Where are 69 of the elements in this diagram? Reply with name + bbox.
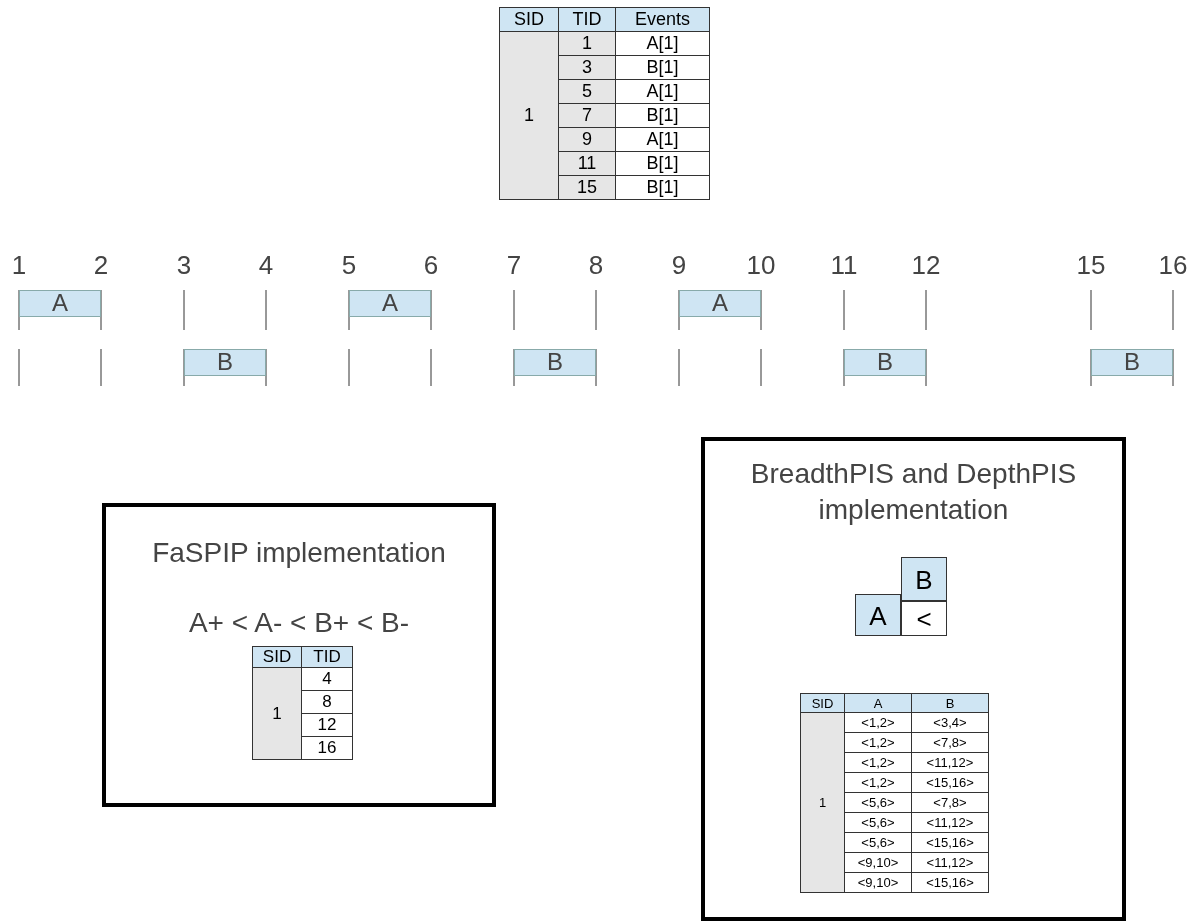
- table-cell: <1,2>: [844, 772, 912, 793]
- table-cell: <3,4>: [911, 712, 989, 733]
- interval-bar: B: [514, 349, 596, 376]
- tick-number: 15: [1075, 250, 1107, 281]
- table-cell: <1,2>: [844, 712, 912, 733]
- table-cell: 4: [301, 667, 353, 691]
- tick-number: 10: [745, 250, 777, 281]
- tick-number: 5: [340, 250, 358, 281]
- table-cell: <7,8>: [911, 732, 989, 753]
- table-cell: <1,2>: [844, 752, 912, 773]
- table-cell: <9,10>: [844, 852, 912, 873]
- interval-bar: B: [1091, 349, 1173, 376]
- table-cell: B[1]: [615, 55, 710, 80]
- table-cell: <15,16>: [911, 872, 989, 893]
- tick-number: 12: [910, 250, 942, 281]
- table-cell: <5,6>: [844, 792, 912, 813]
- interval-bar: B: [844, 349, 926, 376]
- table-cell: 1: [252, 667, 302, 760]
- table-cell: 16: [301, 736, 353, 760]
- table-cell: <5,6>: [844, 832, 912, 853]
- tick-number: 16: [1157, 250, 1189, 281]
- tick-number: 6: [422, 250, 440, 281]
- table-cell: <5,6>: [844, 812, 912, 833]
- table-cell: <7,8>: [911, 792, 989, 813]
- table-cell: <11,12>: [911, 752, 989, 773]
- table-cell: <15,16>: [911, 772, 989, 793]
- matrix-cell: <: [901, 601, 947, 636]
- panel-title: FaSPIP implementation: [151, 537, 447, 569]
- header-cell: SID: [800, 693, 845, 713]
- tick-number: 2: [92, 250, 110, 281]
- table-cell: <11,12>: [911, 852, 989, 873]
- matrix-cell: B: [901, 557, 947, 601]
- interval-bar: A: [19, 290, 101, 317]
- interval-bar: B: [184, 349, 266, 376]
- table-cell: <15,16>: [911, 832, 989, 853]
- table-cell: <1,2>: [844, 732, 912, 753]
- tick-number: 1: [10, 250, 28, 281]
- matrix-cell: A: [855, 594, 901, 636]
- tick-number: 9: [670, 250, 688, 281]
- header-cell: SID: [252, 646, 302, 668]
- tick-number: 11: [829, 250, 859, 281]
- header-cell: A: [844, 693, 912, 713]
- table-cell: A[1]: [615, 127, 710, 152]
- header-cell: Events: [615, 7, 710, 32]
- tick-number: 7: [505, 250, 523, 281]
- table-cell: B[1]: [615, 103, 710, 128]
- order-expression: A+ < A- < B+ < B-: [187, 607, 411, 639]
- table-cell: 1: [800, 712, 845, 893]
- table-cell: 12: [301, 713, 353, 737]
- table-cell: B[1]: [615, 175, 710, 200]
- table-cell: B[1]: [615, 151, 710, 176]
- interval-bar: A: [679, 290, 761, 317]
- implementation-panel: [102, 503, 496, 807]
- header-cell: B: [911, 693, 989, 713]
- tick-number: 4: [257, 250, 275, 281]
- header-cell: TID: [558, 7, 616, 32]
- interval-bar: A: [349, 290, 431, 317]
- table-cell: <11,12>: [911, 812, 989, 833]
- tick-number: 8: [587, 250, 605, 281]
- table-cell: <9,10>: [844, 872, 912, 893]
- tick-number: 3: [175, 250, 193, 281]
- table-cell: 8: [301, 690, 353, 714]
- implementation-panel: [701, 437, 1126, 921]
- table-cell: A[1]: [615, 31, 710, 56]
- table-cell: A[1]: [615, 79, 710, 104]
- table-cell: 1: [499, 31, 559, 200]
- header-cell: SID: [499, 7, 559, 32]
- panel-title: BreadthPIS and DepthPIS implementation: [749, 457, 1078, 527]
- header-cell: TID: [301, 646, 353, 668]
